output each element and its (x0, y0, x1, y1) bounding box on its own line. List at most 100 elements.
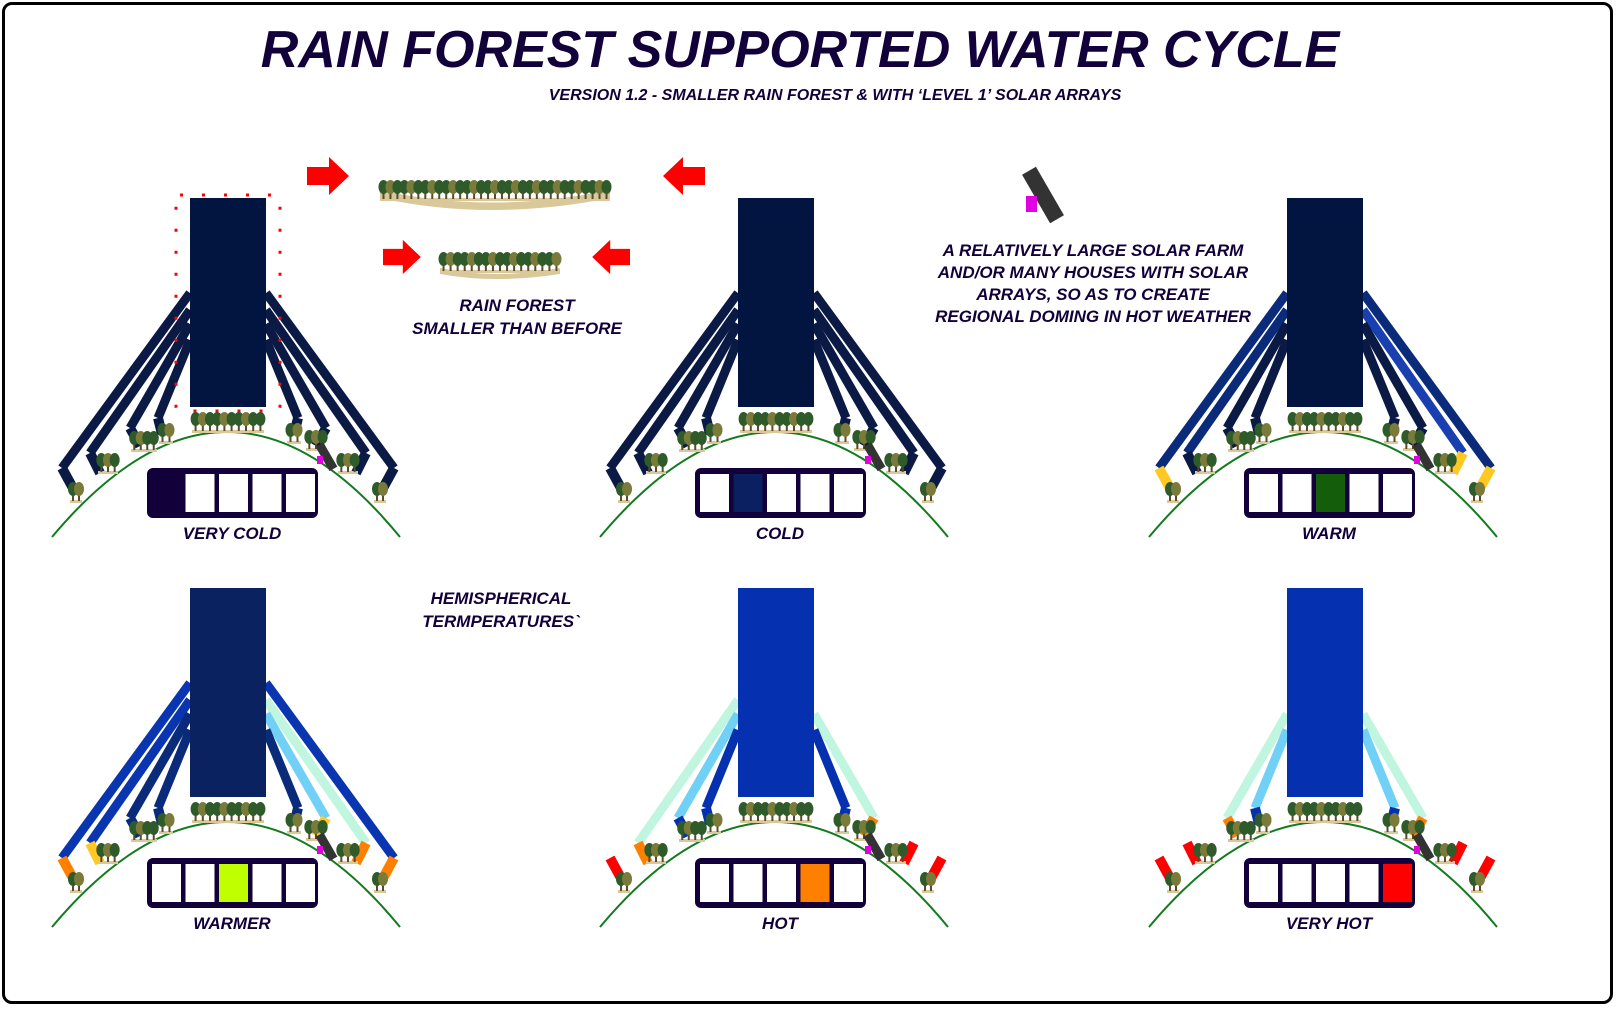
tree-canopy (427, 180, 438, 194)
tree-base (1167, 500, 1179, 503)
tree-base (1228, 449, 1254, 452)
tree-canopy (496, 180, 507, 194)
tree-canopy (205, 802, 215, 816)
tree-base (740, 820, 812, 823)
gauge-cell (1316, 864, 1345, 902)
water-vapour-channel (262, 290, 398, 471)
panel-label: WARMER (193, 914, 271, 933)
gauge-cell (800, 474, 830, 512)
temperature-gauge (147, 858, 318, 908)
tree-canopy (1382, 423, 1393, 437)
tree-base (1195, 861, 1215, 864)
water-vapour-channel (58, 680, 194, 861)
water-vapour-channel (261, 728, 303, 810)
tree-canopy (1316, 802, 1327, 816)
tree-canopy (1338, 412, 1348, 426)
tree-canopy (317, 430, 328, 444)
tree-canopy (1245, 821, 1256, 835)
tree-base (886, 471, 906, 474)
tree-cluster-icon (129, 431, 159, 452)
arrow-right-icon (383, 239, 421, 275)
tree-base (287, 831, 301, 834)
tree-canopy (1309, 802, 1320, 816)
solar-array-icon (1412, 832, 1435, 862)
temperature-gauge (147, 468, 318, 518)
channel-tip (1182, 450, 1202, 476)
tree-canopy (487, 252, 498, 266)
tree-canopy (378, 180, 389, 194)
tree-base (1403, 838, 1423, 841)
gauge-cell (733, 864, 763, 902)
tree-canopy (420, 180, 431, 194)
tree-base (1471, 890, 1483, 893)
tree-canopy (738, 412, 749, 426)
water-vapour-channel (701, 338, 743, 420)
tree-canopy (833, 423, 844, 437)
gauge-cell (252, 474, 282, 512)
tree-base (646, 861, 666, 864)
tree-cluster-icon (1226, 431, 1256, 452)
tree-base (1403, 448, 1423, 451)
tree-canopy (241, 802, 251, 816)
tree-base (1384, 441, 1398, 444)
forest-ground (380, 190, 610, 210)
tree-canopy (385, 180, 396, 194)
tree-cluster-icon (336, 843, 360, 864)
water-vapour-channel (86, 697, 194, 846)
water-vapour-channel (1183, 307, 1291, 456)
water-vapour-channel (1223, 321, 1291, 431)
tree-base (618, 500, 630, 503)
tree-canopy (796, 802, 807, 816)
temperature-panel-cold: COLD (599, 198, 949, 543)
tree-cluster-icon (190, 412, 266, 433)
tree-canopy (164, 423, 175, 437)
atmosphere-column (1287, 588, 1363, 797)
panel-label: VERY COLD (183, 524, 282, 543)
tree-cluster-icon (644, 453, 668, 474)
tree-canopy (233, 412, 244, 426)
tree-base (835, 831, 849, 834)
tree-canopy (219, 412, 230, 426)
tree-base (679, 449, 705, 452)
tree-canopy (767, 412, 778, 426)
tree-canopy (745, 802, 756, 816)
tree-canopy (803, 412, 814, 426)
tree-canopy (745, 412, 756, 426)
tree-canopy (545, 180, 556, 194)
tree-canopy (466, 252, 477, 266)
forest-ground-small (440, 268, 560, 279)
tree-canopy (483, 180, 494, 194)
tree-base (440, 270, 560, 273)
solar-panel-icon (1022, 166, 1064, 224)
tree-canopy (1171, 482, 1181, 496)
tree-canopy (285, 813, 296, 827)
atmosphere-column (1287, 198, 1363, 407)
tree-cluster-icon (157, 423, 175, 444)
tree-base (922, 890, 934, 893)
gauge-cell (219, 474, 248, 512)
hemispherical-note-line-2: TERMPERATURES` (422, 612, 581, 631)
tree-canopy (1330, 412, 1341, 426)
tree-canopy (531, 180, 542, 194)
tree-canopy (74, 872, 84, 886)
tree-canopy (705, 813, 716, 827)
tree-canopy (538, 180, 549, 194)
tree-canopy (292, 813, 303, 827)
gauge-cell (834, 474, 863, 512)
solar-marker-icon (1026, 196, 1037, 212)
gauge-cell (1282, 474, 1312, 512)
tree-cluster-icon (1287, 802, 1363, 823)
tree-canopy (241, 412, 251, 426)
tree-base (854, 838, 874, 841)
water-vapour-channel (701, 728, 743, 810)
tree-cluster-icon (738, 802, 814, 823)
tree-canopy (573, 180, 584, 194)
tree-canopy (509, 252, 520, 266)
tree-canopy (524, 180, 535, 194)
tree-canopy (926, 872, 936, 886)
tree-cluster-icon (129, 821, 159, 842)
tree-cluster-icon (285, 423, 303, 444)
gauge-cell-active (152, 474, 181, 512)
panel-label: COLD (756, 524, 804, 543)
